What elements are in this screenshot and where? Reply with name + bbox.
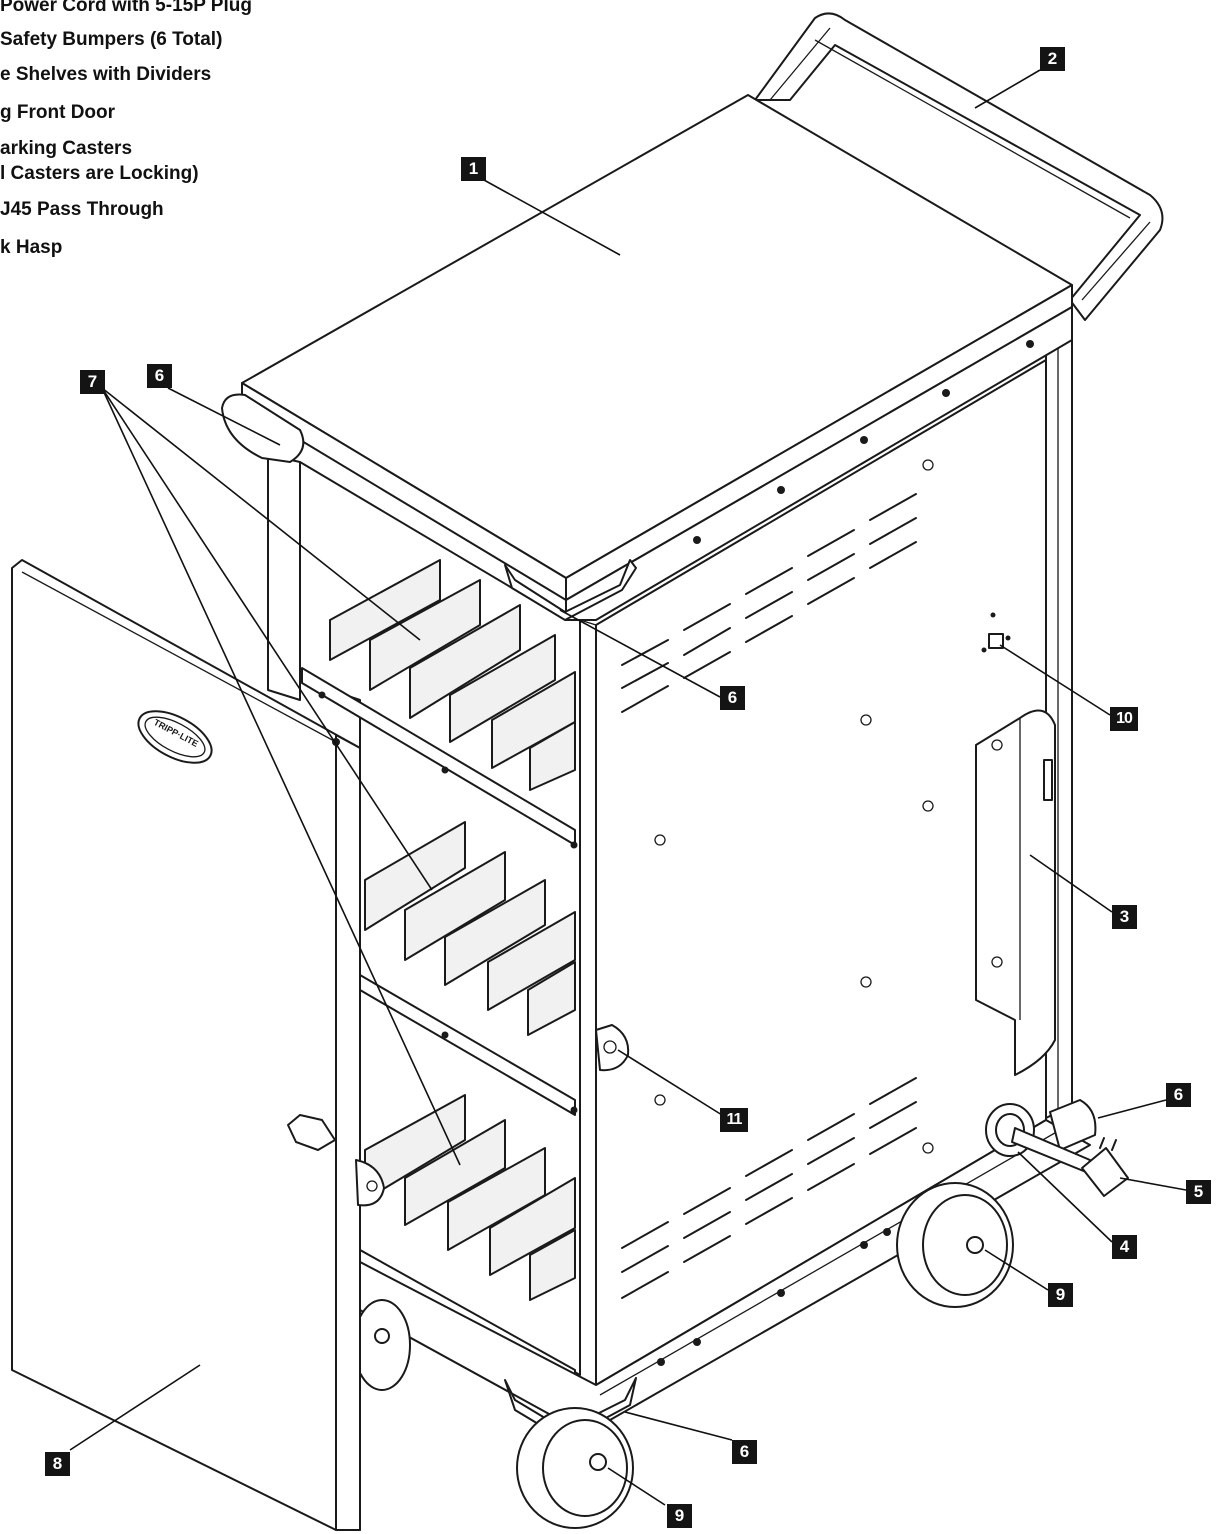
front-door: [11, 559, 385, 1531]
callout-5: 5: [1186, 1180, 1211, 1204]
callout-6-rear: 6: [1166, 1083, 1191, 1107]
power-cord-assembly: [985, 1103, 1129, 1197]
callout-7: 7: [80, 370, 105, 394]
cart-side-panel: [565, 306, 1073, 1386]
callout-9-rear: 9: [1048, 1283, 1073, 1307]
legend-casters-note: l Casters are Locking): [0, 163, 199, 184]
callout-4: 4: [1112, 1235, 1137, 1259]
callout-6-front: 6: [720, 686, 745, 710]
lock-hasp-plate: [595, 1024, 630, 1072]
push-handle: [754, 12, 1164, 321]
legend-safety-bumpers: Safety Bumpers (6 Total): [0, 29, 223, 50]
legend-power-cord: Power Cord with 5-15P Plug: [0, 0, 252, 16]
leader-lines: [69, 69, 1187, 1506]
callout-6-bottom: 6: [732, 1440, 757, 1464]
callout-8: 8: [45, 1452, 70, 1476]
callout-2: 2: [1040, 47, 1065, 71]
safety-bumpers: [221, 393, 1097, 1441]
legend-shelves: e Shelves with Dividers: [0, 64, 212, 85]
cord-wrap-bracket: [975, 709, 1056, 1076]
legend-hasp: k Hasp: [0, 237, 63, 258]
door-latch: [287, 1114, 336, 1151]
callout-6-top: 6: [147, 364, 172, 388]
casters: [353, 1182, 1014, 1529]
legend-front-door: g Front Door: [0, 102, 116, 123]
callout-10: 10: [1110, 707, 1138, 731]
callout-3: 3: [1112, 905, 1137, 929]
shelf-dividers: [329, 559, 576, 1301]
callout-9-front: 9: [667, 1504, 692, 1528]
callout-1: 1: [461, 157, 486, 181]
bottom-vent-slots: [621, 1077, 917, 1299]
cart-top-surface: [241, 94, 1073, 601]
top-vent-slots: [621, 493, 917, 713]
callout-11: 11: [720, 1108, 748, 1132]
rj45-pass-through: [981, 612, 1011, 653]
front-opening: [299, 461, 597, 1386]
legend-rj45: J45 Pass Through: [0, 199, 164, 220]
panel-screws: [654, 340, 1034, 1154]
legend-casters: arking Casters: [0, 138, 133, 159]
